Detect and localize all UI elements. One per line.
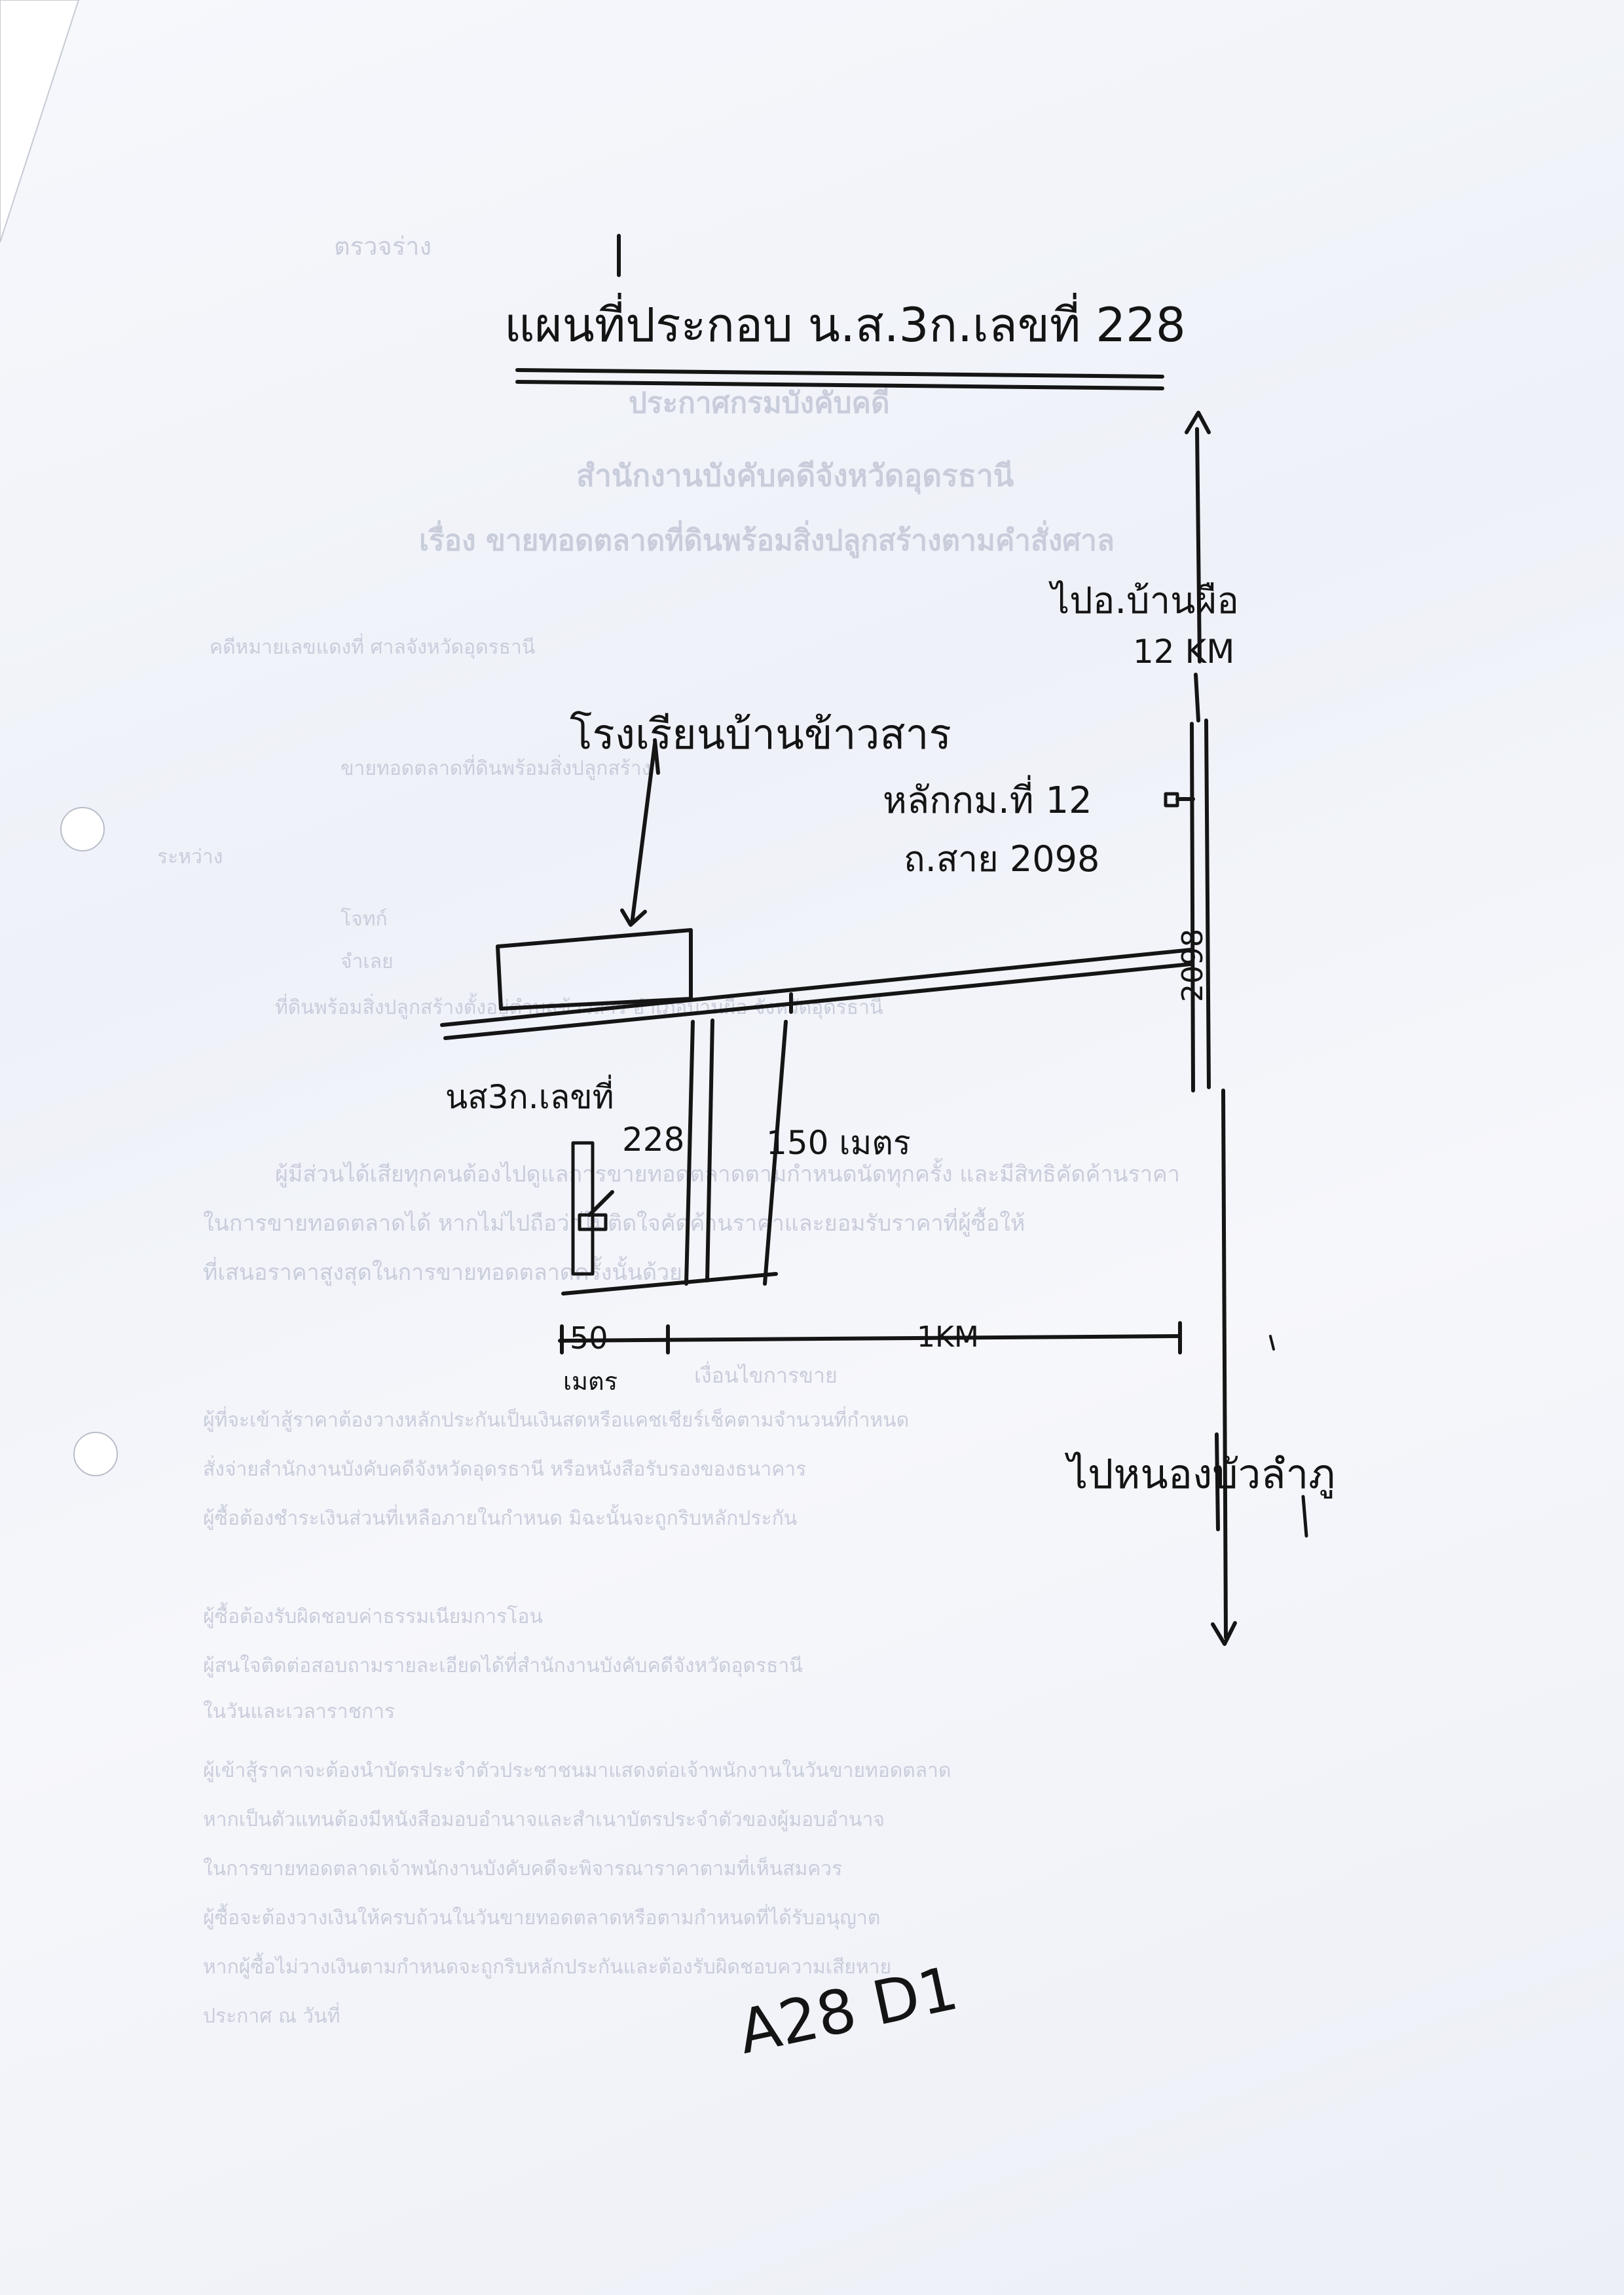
bg-heading-4: เรื่อง ขายทอดตลาดที่ดินพร้อมสิ่งปลูกสร้า… bbox=[419, 524, 1115, 557]
bg-line-8: ในการขายทอดตลาดได้ หากไม่ไปถือว่าไม่ติดใ… bbox=[203, 1210, 1025, 1237]
punch-hole-bottom bbox=[73, 1432, 118, 1476]
plot-bottom-edge bbox=[561, 1272, 778, 1296]
bg-line-3: ระหว่าง bbox=[157, 846, 223, 868]
plot-left-edge bbox=[684, 1020, 695, 1286]
bg-line-16: ในวันและเวลาราชการ bbox=[203, 1700, 396, 1723]
bg-heading-2: ประกาศกรมบังคับคดี bbox=[629, 386, 890, 420]
label-km-post: หลักกม.ที่ 12 bbox=[883, 779, 1092, 822]
side-road-line-bottom bbox=[443, 962, 1192, 1040]
label-plot-number: 228 bbox=[622, 1121, 685, 1159]
plot-right-edge bbox=[763, 1020, 788, 1286]
stray-mark-2 bbox=[1301, 1495, 1308, 1538]
plot-inner-edge bbox=[705, 1018, 714, 1282]
bg-line-15: ผู้สนใจติดต่อสอบถามรายละเอียดได้ที่สำนัก… bbox=[203, 1654, 803, 1677]
bg-line-6: ที่ดินพร้อมสิ่งปลูกสร้างตั้งอยู่ตำบลข้าว… bbox=[275, 996, 883, 1019]
bg-line-18: หากเป็นตัวแทนต้องมีหนังสือมอบอำนาจและสำเ… bbox=[203, 1808, 885, 1831]
bg-line-13: ผู้ซื้อต้องชำระเงินส่วนที่เหลือภายในกำหน… bbox=[203, 1507, 798, 1530]
main-road-line-right bbox=[1204, 718, 1211, 1089]
bg-line-4: โจทก์ bbox=[341, 908, 388, 931]
bg-line-21: หากผู้ซื้อไม่วางเงินตามกำหนดจะถูกริบหลัก… bbox=[203, 1956, 892, 1979]
label-plot-id: นส3ก.เลขที่ bbox=[445, 1078, 614, 1116]
school-label-arrow bbox=[653, 738, 660, 775]
house-marker bbox=[578, 1213, 608, 1231]
north-arrow-head bbox=[1185, 411, 1211, 434]
bg-line-5: จำเลย bbox=[341, 950, 394, 973]
scale-bar-line bbox=[558, 1334, 1181, 1343]
bg-line-12: สั่งจ่ายสำนักงานบังคับคดีจังหวัดอุดรธานี… bbox=[203, 1458, 807, 1481]
house-leader bbox=[587, 1190, 614, 1217]
bg-line-14: ผู้ซื้อต้องรับผิดชอบค่าธรรมเนียมการโอน bbox=[203, 1605, 543, 1628]
title-underline-2 bbox=[515, 380, 1164, 390]
bg-line-9: ที่เสนอราคาสูงสุดในการขายทอดตลาดครั้งนั้… bbox=[203, 1259, 683, 1286]
school-arrow-shaft bbox=[630, 741, 657, 925]
label-scale-unit: เมตร bbox=[563, 1367, 618, 1396]
bg-line-22: ประกาศ ณ วันที่ bbox=[203, 2005, 341, 2028]
bg-heading-1: ตรวจร่าง bbox=[334, 232, 432, 261]
stray-mark-1 bbox=[1269, 1335, 1275, 1351]
bg-line-19: ในการขายทอดตลาดเจ้าพนักงานบังคับคดีจะพิจ… bbox=[203, 1857, 843, 1880]
bg-line-2: ขายทอดตลาดที่ดินพร้อมสิ่งปลูกสร้าง bbox=[341, 757, 652, 780]
south-arrow-head bbox=[1211, 1621, 1237, 1646]
north-road-line-2 bbox=[1194, 673, 1200, 722]
bg-line-17: ผู้เข้าสู้ราคาจะต้องนำบัตรประจำตัวประชาช… bbox=[203, 1759, 951, 1782]
label-road-number: ถ.สาย 2098 bbox=[904, 838, 1100, 880]
label-school: โรงเรียนบ้านข้าวสาร bbox=[570, 711, 951, 759]
inner-plot bbox=[571, 1141, 595, 1276]
label-north-destination: ไปอ.บ้านผือ bbox=[1051, 580, 1239, 622]
label-scale-1km: 1KM bbox=[917, 1320, 979, 1354]
side-road-line-top bbox=[440, 948, 1194, 1027]
north-road-line bbox=[1195, 427, 1202, 663]
bg-heading-3: สำนักงานบังคับคดีจังหวัดอุดรธานี bbox=[576, 458, 1014, 493]
bg-line-11: ผู้ที่จะเข้าสู้ราคาต้องวางหลักประกันเป็น… bbox=[203, 1409, 910, 1432]
punch-hole-top bbox=[60, 807, 105, 851]
bg-line-7: ผู้มีส่วนได้เสียทุกคนต้องไปดูแลการขายทอด… bbox=[275, 1161, 1180, 1187]
south-road-line-2 bbox=[1215, 1432, 1220, 1531]
map-title: แผนที่ประกอบ น.ส.3ก.เลขที่ 228 bbox=[504, 297, 1186, 352]
school-building bbox=[496, 928, 693, 1011]
bg-line-1: คดีหมายเลขแดงที่ ศาลจังหวัดอุดรธานี bbox=[210, 636, 536, 659]
school-arrow-head bbox=[620, 908, 647, 927]
label-scale-50: 50 bbox=[570, 1320, 608, 1356]
label-road-number-vertical: 2098 bbox=[1176, 929, 1209, 1002]
bg-line-10: เงื่อนไขการขาย bbox=[694, 1363, 838, 1388]
title-underline-1 bbox=[515, 368, 1164, 379]
label-north-distance: 12 KM bbox=[1133, 633, 1235, 671]
bg-line-20: ผู้ซื้อจะต้องวางเงินให้ครบถ้วนในวันขายทอ… bbox=[203, 1907, 881, 1930]
label-south-destination: ไปหนองบัวลำภู bbox=[1067, 1450, 1336, 1498]
main-road-line-left bbox=[1190, 722, 1195, 1092]
label-distance-150: 150 เมตร bbox=[766, 1124, 911, 1162]
south-road-line bbox=[1221, 1089, 1228, 1639]
